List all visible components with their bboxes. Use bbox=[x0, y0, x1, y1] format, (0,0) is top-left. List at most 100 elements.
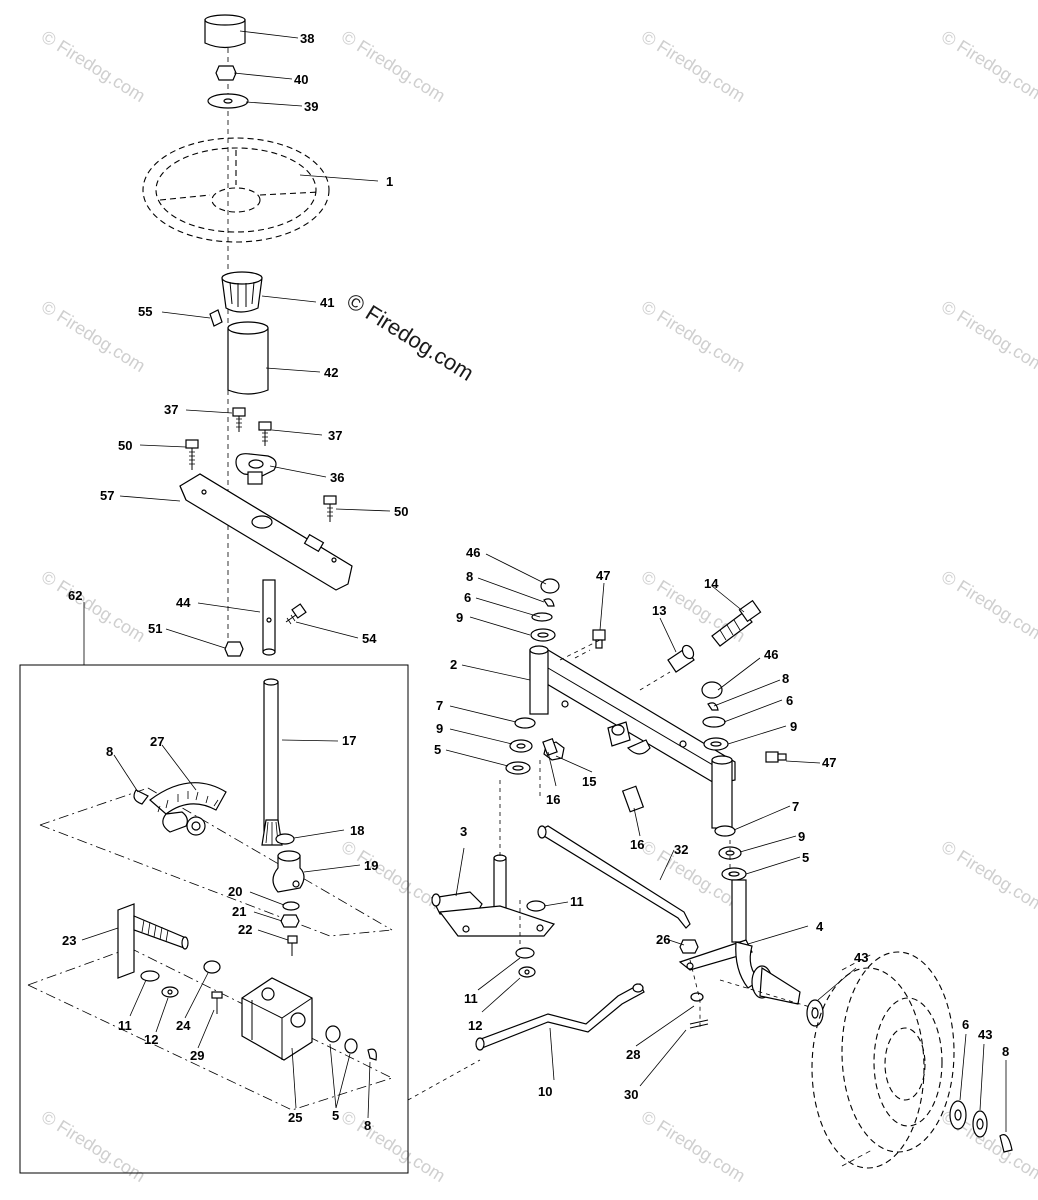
part-55-clip[interactable] bbox=[209, 309, 223, 327]
watermark: © Firedog.com bbox=[938, 566, 1038, 646]
part-5-washer[interactable] bbox=[344, 1038, 358, 1054]
part-14-bolt[interactable] bbox=[711, 599, 762, 647]
part-11-washer[interactable] bbox=[140, 970, 160, 982]
part-28-washer[interactable] bbox=[690, 992, 704, 1002]
callout-5-inset: 5 bbox=[332, 1108, 339, 1123]
callout-40: 40 bbox=[294, 72, 308, 87]
part-46-dust-cap[interactable] bbox=[701, 681, 723, 699]
part-5-washer[interactable] bbox=[325, 1025, 341, 1043]
part-20-washer[interactable] bbox=[282, 901, 300, 911]
callout-26: 26 bbox=[656, 932, 670, 947]
part-30-cotter-pin[interactable] bbox=[689, 1019, 709, 1029]
part-8-e-clip[interactable] bbox=[543, 598, 555, 607]
part-43-washer[interactable] bbox=[972, 1110, 988, 1138]
callout-46-left: 46 bbox=[466, 545, 480, 560]
front-wheel-outline bbox=[811, 951, 955, 1169]
callout-6-left: 6 bbox=[464, 590, 471, 605]
part-47-grease-fitting[interactable] bbox=[592, 629, 606, 649]
part-54-bolt[interactable] bbox=[285, 603, 307, 625]
part-19-bushing-housing[interactable] bbox=[272, 850, 305, 893]
part-25-mounting-bracket[interactable] bbox=[241, 977, 313, 1061]
part-32-tie-rod[interactable] bbox=[537, 825, 691, 929]
callout-16-left: 16 bbox=[546, 792, 560, 807]
callout-8-right: 8 bbox=[782, 671, 789, 686]
part-51-nut[interactable] bbox=[224, 641, 244, 657]
part-37-bolt[interactable] bbox=[232, 407, 246, 432]
part-7-washer[interactable] bbox=[514, 717, 536, 729]
part-8-e-clip[interactable] bbox=[367, 1048, 377, 1061]
part-8-e-clip[interactable] bbox=[133, 789, 149, 805]
part-10-drag-link[interactable] bbox=[475, 983, 645, 1051]
part-17-pinion-shaft[interactable] bbox=[261, 678, 283, 846]
part-40-nut[interactable] bbox=[215, 65, 237, 81]
callout-27: 27 bbox=[150, 734, 164, 749]
part-43-washer[interactable] bbox=[806, 999, 824, 1027]
part-16-bushing[interactable] bbox=[621, 785, 645, 813]
watermark: © Firedog.com bbox=[638, 1106, 749, 1186]
part-47-grease-fitting[interactable] bbox=[765, 751, 787, 763]
callout-labels: 38 40 39 1 41 55 42 37 37 50 36 57 50 62… bbox=[62, 31, 1009, 1133]
callout-8-left: 8 bbox=[466, 569, 473, 584]
callout-30: 30 bbox=[624, 1087, 638, 1102]
part-8-e-clip[interactable] bbox=[707, 702, 719, 711]
part-5-washer[interactable] bbox=[721, 867, 747, 881]
watermark: © Firedog.com bbox=[338, 26, 449, 106]
part-9-bearing[interactable] bbox=[509, 739, 533, 753]
part-9-bearing[interactable] bbox=[703, 737, 729, 751]
part-8-e-clip[interactable] bbox=[999, 1134, 1013, 1153]
center-watermark: © Firedog.com bbox=[342, 288, 478, 386]
callout-8-inset-top: 8 bbox=[106, 744, 113, 759]
part-18-washer[interactable] bbox=[275, 833, 295, 845]
callout-4: 4 bbox=[816, 919, 824, 934]
callout-57: 57 bbox=[100, 488, 114, 503]
part-44-steering-shaft[interactable] bbox=[262, 579, 276, 656]
leader-lines bbox=[81, 30, 1007, 1132]
watermark: © Firedog.com bbox=[338, 1106, 449, 1186]
front-axle-assembly bbox=[407, 578, 1013, 1169]
part-13-spacer[interactable] bbox=[667, 643, 696, 673]
part-57-support-plate[interactable] bbox=[179, 473, 353, 591]
part-42-sleeve[interactable] bbox=[227, 321, 269, 395]
part-2-front-axle[interactable] bbox=[529, 645, 736, 829]
part-6-washer[interactable] bbox=[949, 1100, 967, 1130]
part-7-washer[interactable] bbox=[714, 825, 736, 837]
part-3-left-spindle[interactable] bbox=[431, 854, 556, 937]
part-39-washer[interactable] bbox=[207, 93, 249, 109]
part-46-dust-cap[interactable] bbox=[540, 578, 560, 594]
part-23-pivot-shaft[interactable] bbox=[117, 903, 189, 979]
watermark: © Firedog.com bbox=[638, 296, 749, 376]
part-5-washer[interactable] bbox=[505, 761, 531, 775]
part-21-nut[interactable] bbox=[280, 914, 300, 928]
part-6-washer[interactable] bbox=[702, 716, 726, 728]
watermark: © Firedog.com bbox=[938, 296, 1038, 376]
part-11-washer[interactable] bbox=[526, 900, 546, 912]
callout-11-inset: 11 bbox=[118, 1018, 132, 1033]
part-37-bolt[interactable] bbox=[258, 421, 272, 446]
part-38-cap[interactable] bbox=[204, 14, 246, 49]
part-50-bolt[interactable] bbox=[323, 495, 337, 522]
part-36-flange[interactable] bbox=[235, 453, 277, 485]
part-6-washer[interactable] bbox=[531, 612, 553, 622]
part-16-bushing[interactable] bbox=[542, 737, 558, 757]
callout-38: 38 bbox=[300, 31, 314, 46]
part-11-washer[interactable] bbox=[515, 947, 535, 959]
part-12-nut[interactable] bbox=[161, 986, 179, 998]
watermark: © Firedog.com bbox=[38, 1106, 149, 1186]
callout-24: 24 bbox=[176, 1018, 191, 1033]
watermark: © Firedog.com bbox=[938, 26, 1038, 106]
callout-9-right-top: 9 bbox=[790, 719, 797, 734]
part-4-right-spindle[interactable] bbox=[678, 879, 801, 1005]
part-41-adapter[interactable] bbox=[221, 271, 263, 313]
part-9-bearing[interactable] bbox=[718, 846, 742, 860]
part-9-bearing[interactable] bbox=[530, 628, 556, 642]
part-26-nut[interactable] bbox=[679, 939, 699, 954]
part-12-nut[interactable] bbox=[518, 966, 536, 978]
part-1-steering-wheel[interactable] bbox=[142, 137, 330, 243]
callout-47-right: 47 bbox=[822, 755, 836, 770]
callout-43-upper: 43 bbox=[854, 950, 868, 965]
part-29-bolt[interactable] bbox=[211, 991, 223, 1014]
part-50-bolt[interactable] bbox=[185, 439, 199, 470]
part-27-sector-gear[interactable] bbox=[149, 782, 227, 836]
part-22-bolt[interactable] bbox=[287, 935, 298, 956]
part-24-bushing[interactable] bbox=[203, 960, 221, 974]
